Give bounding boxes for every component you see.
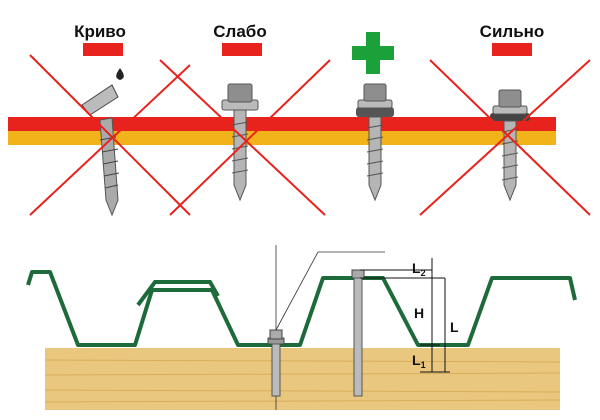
profiled-sheet-overlap [136,280,220,307]
dim-L: L [450,319,459,335]
dim-H: H [414,305,424,321]
label-strong: Сильно [480,22,545,41]
screw-crooked [81,68,124,217]
label-weak: Слабо [213,22,266,41]
sheet-bottom-layer [8,131,556,145]
wrong-cross [29,54,191,216]
sheet-top-layer [8,117,556,131]
wrong-mark [492,43,532,56]
screw-strong [490,89,530,202]
fastener-trough [267,245,385,410]
dimension-lines [360,258,450,373]
label-crooked: Криво [74,22,126,41]
wrong-mark [222,43,262,56]
wooden-batten [45,348,560,410]
dim-L1: L1 [412,352,426,370]
dim-L2: L2 [412,260,426,278]
wrong-cross [419,59,591,216]
wrong-mark [83,43,123,56]
correct-plus-icon [352,32,394,74]
screw-correct [356,83,394,202]
wrong-cross [159,59,331,216]
profiled-sheet [26,270,577,347]
fastener-crest [351,269,365,397]
